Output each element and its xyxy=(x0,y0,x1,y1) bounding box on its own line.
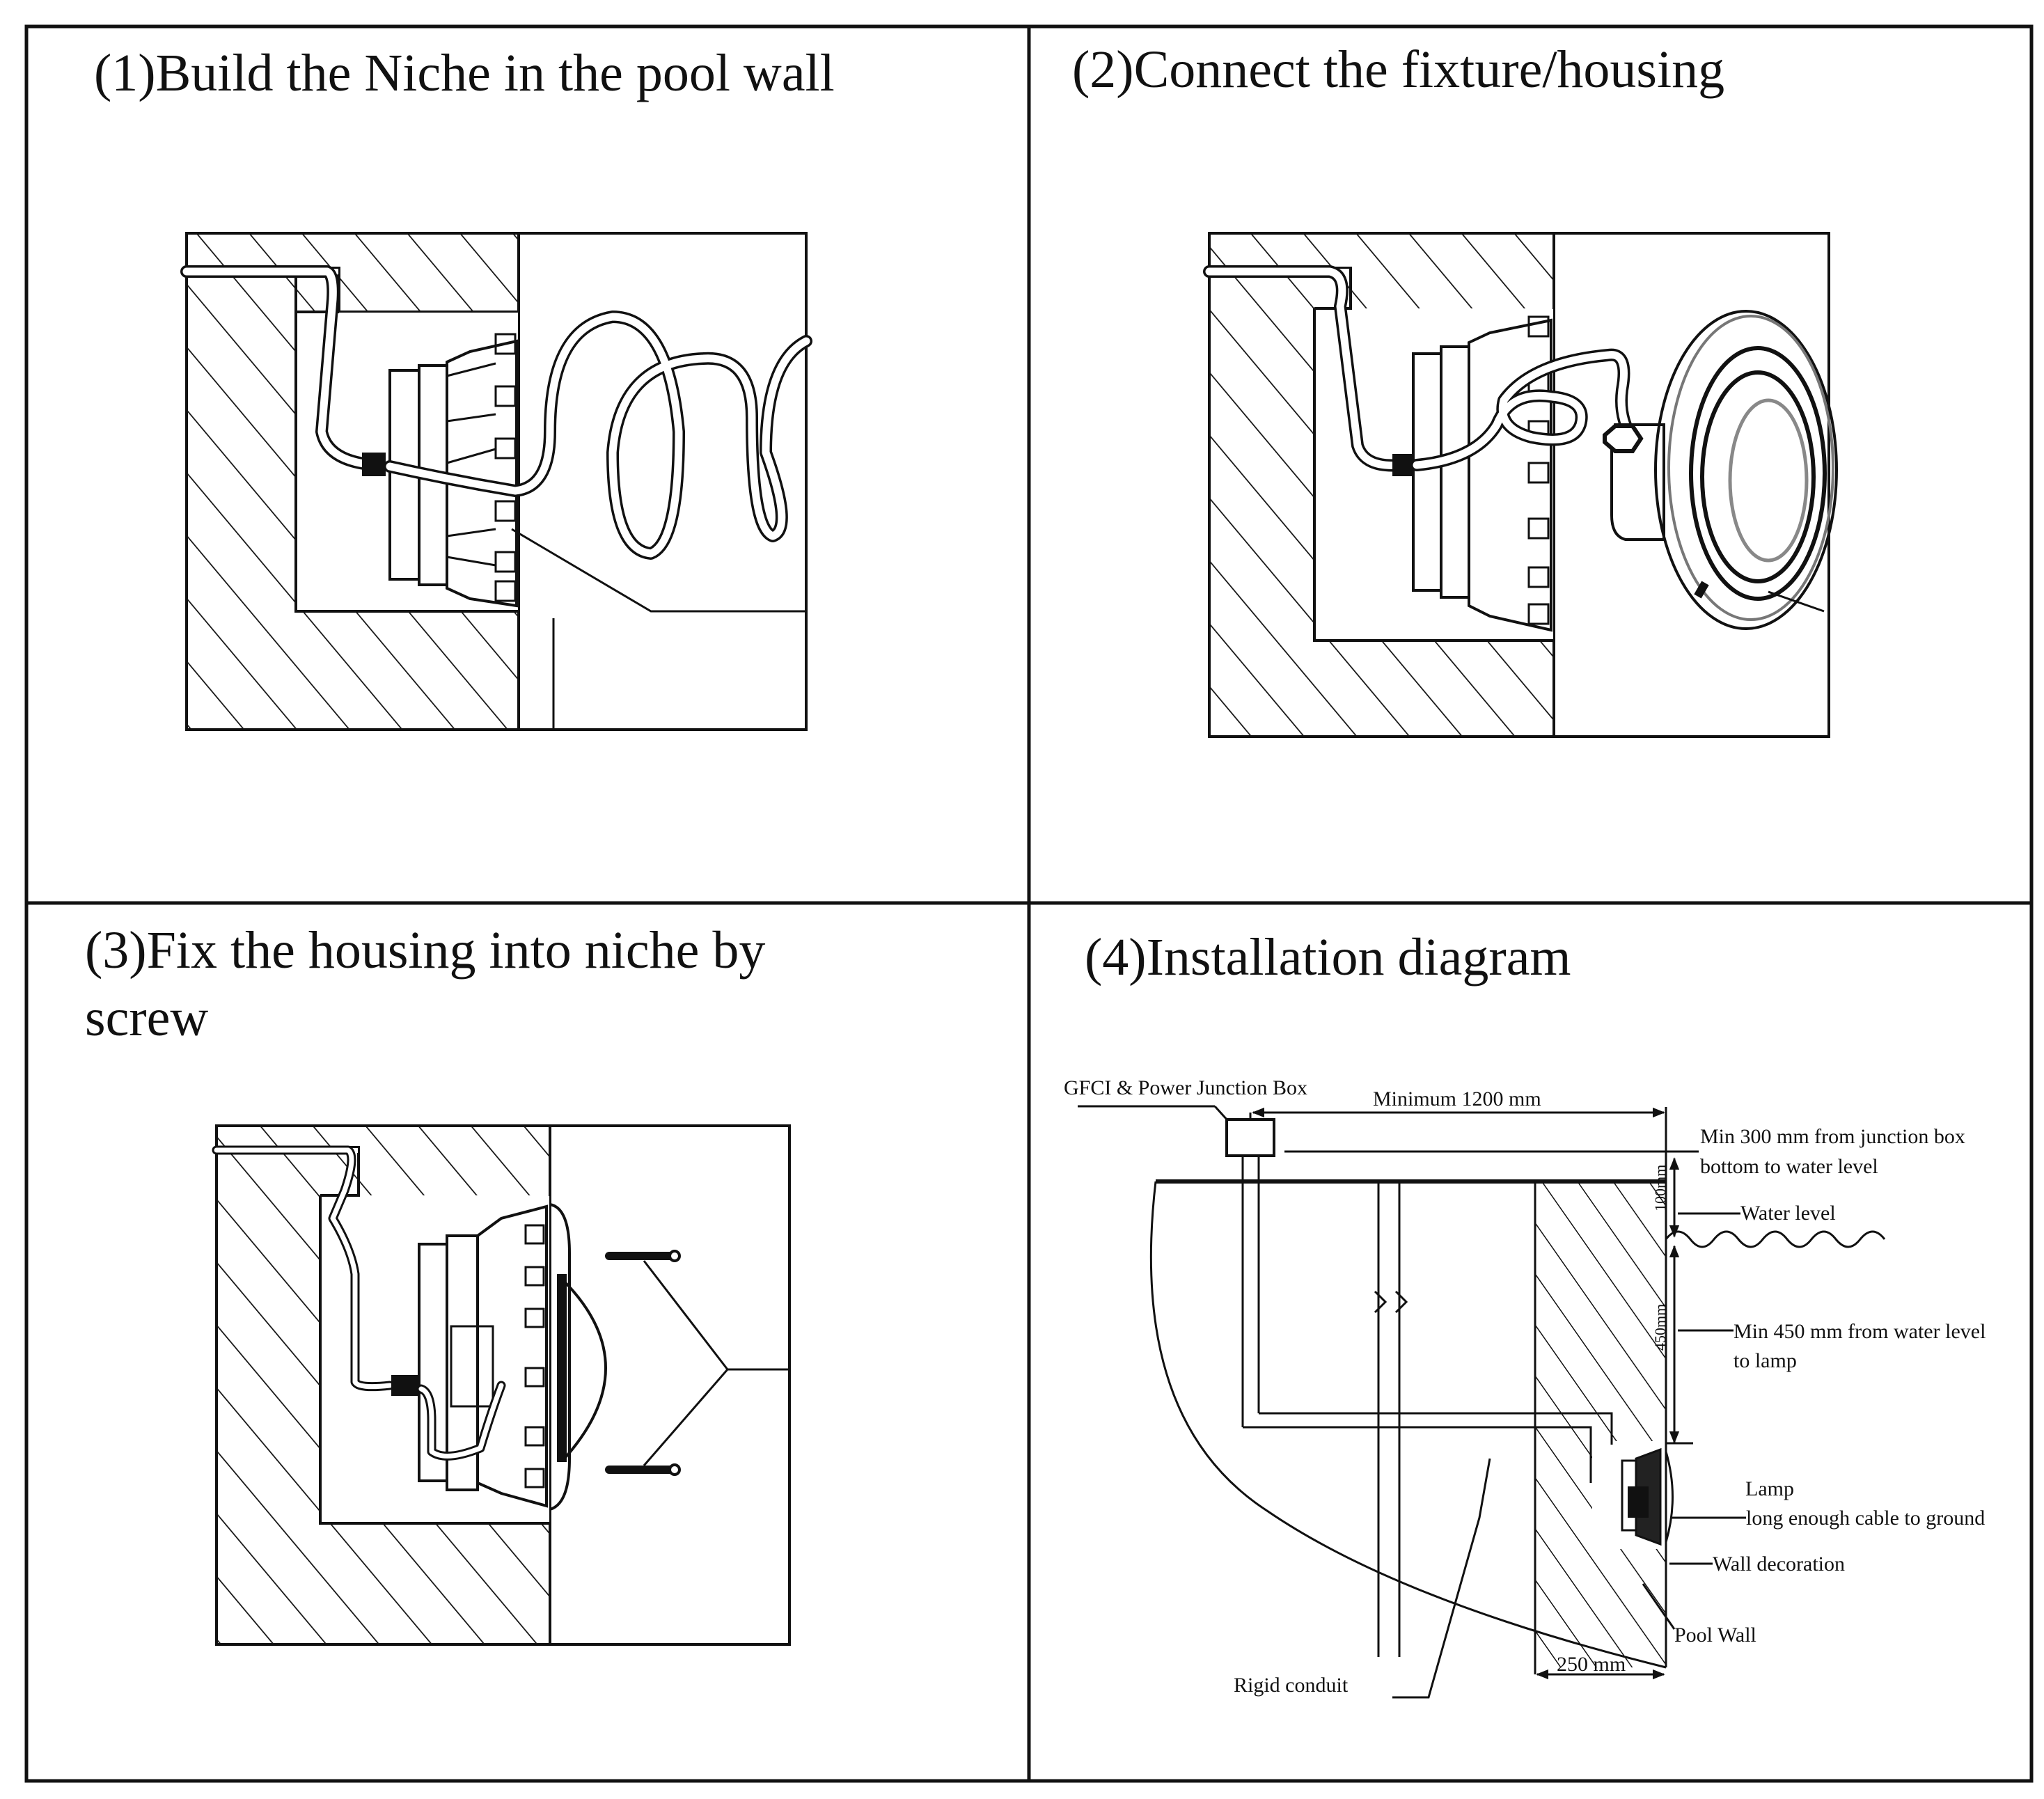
drawing-frame xyxy=(215,1124,791,1646)
lamp-label: Lamp xyxy=(1745,1477,1794,1500)
pool-wall-hatch xyxy=(1535,1181,1666,1667)
junction-box-label: GFCI & Power Junction Box xyxy=(1064,1076,1307,1099)
cable-gland xyxy=(391,1375,418,1396)
lamp-fixture xyxy=(1603,310,1838,630)
cable-gland-nut xyxy=(1603,424,1644,453)
panel-fix-housing: (3)Fix the housing into niche by screw xyxy=(85,921,791,1646)
pool-wall-label: Pool Wall xyxy=(1674,1624,1756,1647)
panel-1-heading: (1)Build the Niche in the pool wall xyxy=(94,44,835,102)
drawing-frame xyxy=(185,232,808,731)
panel-connect-fixture: (2)Connect the fixture/housing xyxy=(1072,40,1838,738)
screw-bottom xyxy=(605,1463,681,1476)
water-level-label: Water level xyxy=(1740,1202,1836,1225)
niche-drawing-1 xyxy=(180,232,812,731)
lamp-housing xyxy=(388,333,518,608)
min-300-label-line2: bottom to water level xyxy=(1700,1155,1878,1178)
min-450-label-line1: Min 450 mm from water level xyxy=(1734,1320,1986,1343)
installation-schematic: 100mm 450mm GFCI & Power Junction Box Mi… xyxy=(1064,1076,1986,1699)
lamp-in-niche xyxy=(1621,1447,1674,1546)
dim-450-label: 450mm xyxy=(1651,1304,1669,1351)
cable-gland xyxy=(362,453,386,476)
cable-ground-label: long enough cable to ground xyxy=(1746,1507,1985,1530)
drawing-frame xyxy=(1208,232,1830,738)
panel-2-heading: (2)Connect the fixture/housing xyxy=(1072,40,1724,99)
niche-drawing-2 xyxy=(1203,232,1838,738)
min-450-label-line2: to lamp xyxy=(1734,1349,1797,1372)
panel-build-niche: (1)Build the Niche in the pool wall xyxy=(94,44,835,731)
panel-installation-diagram: (4)Installation diagram xyxy=(1064,928,1986,1699)
grid-frame xyxy=(24,24,2034,1783)
niche-drawing-3 xyxy=(212,1124,791,1646)
min-1200-label: Minimum 1200 mm xyxy=(1373,1087,1541,1110)
water-level-wave xyxy=(1665,1230,1886,1248)
panel-4-heading: (4)Installation diagram xyxy=(1085,928,1571,987)
lamp-housing xyxy=(418,1203,608,1511)
dim-100-label: 100mm xyxy=(1651,1165,1669,1211)
panel-3-heading-line1: (3)Fix the housing into niche by xyxy=(85,921,765,980)
rigid-conduit-leader xyxy=(1392,1458,1491,1699)
panel-3-heading-line2: screw xyxy=(85,989,208,1047)
wall-decoration-label: Wall decoration xyxy=(1713,1553,1845,1576)
min-300-label-line1: Min 300 mm from junction box xyxy=(1700,1125,1965,1148)
screw-top xyxy=(605,1250,681,1262)
junction-box xyxy=(1225,1118,1275,1157)
rigid-conduit-label: Rigid conduit xyxy=(1234,1674,1349,1697)
wall-thickness-label: 250 mm xyxy=(1557,1653,1626,1676)
